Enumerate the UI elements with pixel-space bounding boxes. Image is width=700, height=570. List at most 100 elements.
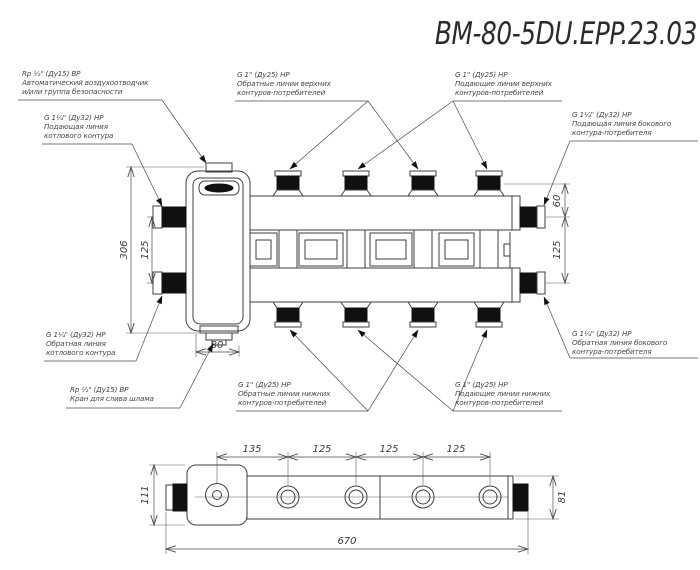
callout-vent: Rp ½" (Ду15) ВР Автоматический воздухоот… xyxy=(18,69,207,164)
dim-125-c: 125 xyxy=(423,444,490,457)
hydraulic-separator xyxy=(185,162,251,346)
dim-306-label: 306 xyxy=(119,240,130,259)
dim-125-right-label: 125 xyxy=(552,240,563,259)
top-nozzle-3 xyxy=(407,170,439,197)
callout-upper-returns: G 1" (Ду25) НР Обратные линии верхних ко… xyxy=(235,70,419,170)
lower-beam xyxy=(249,267,521,303)
callout-boiler-return: G 1¼" (Ду32) НР Обратная линия котлового… xyxy=(44,295,163,362)
callout-lower-supplies: G 1" (Ду25) НР Подающие линии нижних кон… xyxy=(357,329,562,412)
bottom-nozzle-1 xyxy=(272,301,304,328)
callout-upper-supplies-line3: контуров-потребителей xyxy=(455,88,544,97)
callout-upper-supplies-line2: Подающие линии верхних xyxy=(455,79,553,88)
callout-lower-returns-line3: контуров-потребителей xyxy=(238,398,327,407)
left-supply-body xyxy=(161,206,187,228)
callout-side-supply: G 1¼" (Ду32) НР Подающая линия бокового … xyxy=(543,110,698,206)
callout-boiler-supply: G 1¼" (Ду32) НР Подающая линия котлового… xyxy=(42,113,163,207)
drain-stub xyxy=(211,339,227,346)
callout-side-return-line2: Обратная линия бокового xyxy=(572,338,668,347)
bottom-nozzle-2 xyxy=(340,301,372,328)
callout-upper-supplies: G 1" (Ду25) НР Подающие линии верхних ко… xyxy=(357,70,562,170)
left-port-supply xyxy=(152,205,187,229)
callout-side-return-line1: G 1¼" (Ду32) НР xyxy=(572,329,632,338)
right-port-supply xyxy=(519,205,546,229)
dim-125-a-label: 125 xyxy=(312,444,331,455)
left-return-flange xyxy=(152,271,163,295)
drawing-title: BM-80-5DU.EPP.23.03 xyxy=(435,15,697,51)
plan-port-1 xyxy=(276,485,300,509)
column-webs xyxy=(278,230,499,268)
brand-logo-plate xyxy=(198,180,240,196)
plan-left-cap xyxy=(165,483,188,512)
callout-boiler-return-line2: Обратная линия xyxy=(46,339,107,348)
front-dimensions: 306 125 60 125 80 xyxy=(119,167,570,357)
plan-separator-port-outer xyxy=(205,483,229,507)
callout-upper-returns-line2: Обратные линии верхних xyxy=(237,79,332,88)
separator-bottom-shoulder xyxy=(199,325,239,334)
callout-drain: Rp ½" (Ду15) ВР Кран для слива шлама xyxy=(66,343,214,409)
top-nozzle-2 xyxy=(340,170,372,197)
callout-drain-line1: Rp ½" (Ду15) ВР xyxy=(70,385,129,394)
dim-125-b-label: 125 xyxy=(379,444,398,455)
separator-top-stub xyxy=(205,162,233,173)
callout-vent-line3: и/или группа безопасности xyxy=(22,87,123,96)
callout-side-return: G 1¼" (Ду32) НР Обратная линия бокового … xyxy=(543,296,698,359)
callout-boiler-return-line1: G 1¼" (Ду32) НР xyxy=(46,330,106,339)
callout-upper-supplies-line1: G 1" (Ду25) НР xyxy=(455,70,508,79)
callout-boiler-supply-line3: котлового контура xyxy=(44,131,113,140)
callout-boiler-return-line3: котлового контура xyxy=(46,348,115,357)
callout-side-supply-line3: контура-потребителя xyxy=(572,128,652,137)
bottom-nozzle-3 xyxy=(407,301,439,328)
dim-670-label: 670 xyxy=(337,536,356,547)
dim-81-label: 81 xyxy=(557,491,568,504)
separator-inner-wall xyxy=(192,177,244,325)
callout-lower-returns: G 1" (Ду25) НР Обратные линии нижних кон… xyxy=(236,329,419,412)
callout-lower-supplies-line3: контуров-потребителей xyxy=(455,398,544,407)
dim-80-label: 80 xyxy=(211,340,224,351)
dim-125-right: 125 xyxy=(546,217,570,283)
left-return-body xyxy=(161,272,187,294)
callout-drain-line2: Кран для слива шлама xyxy=(70,394,154,403)
top-nozzle-4 xyxy=(473,170,505,197)
plan-separator-port-inner xyxy=(212,490,222,500)
dim-60: 60 xyxy=(504,184,570,217)
plan-port-2 xyxy=(344,485,368,509)
plan-dimensions: 135 125 125 125 670 111 81 xyxy=(140,444,568,554)
callout-lower-returns-line1: G 1" (Ду25) НР xyxy=(238,380,291,389)
bottom-nozzle-4 xyxy=(473,301,505,328)
dim-125-c-label: 125 xyxy=(446,444,465,455)
plan-port-4 xyxy=(478,485,502,509)
sight-windows xyxy=(249,232,475,267)
callout-boiler-supply-line1: G 1¼" (Ду32) НР xyxy=(44,113,104,122)
plan-view xyxy=(165,464,529,526)
callout-lower-returns-line2: Обратные линии нижних xyxy=(238,389,331,398)
dim-125-left-label: 125 xyxy=(140,240,151,259)
top-nozzle-1 xyxy=(272,170,304,197)
dim-135: 135 xyxy=(217,444,288,457)
callout-side-supply-line2: Подающая линия бокового xyxy=(572,119,672,128)
callout-side-supply-line1: G 1¼" (Ду32) НР xyxy=(572,110,632,119)
front-view xyxy=(152,162,546,346)
callout-lower-supplies-line1: G 1" (Ду25) НР xyxy=(455,380,508,389)
left-port-return xyxy=(152,271,187,295)
dim-80: 80 xyxy=(196,334,239,357)
dim-81: 81 xyxy=(515,476,568,519)
callout-lower-supplies-line2: Подающие линии нижних xyxy=(455,389,551,398)
plan-right-cap xyxy=(507,476,529,519)
callout-vent-line2: Автоматический воздухоотводчик xyxy=(21,78,149,87)
dim-125-left: 125 xyxy=(140,217,153,283)
dim-306: 306 xyxy=(119,167,204,333)
dim-670: 670 xyxy=(166,512,528,554)
dim-111-label: 111 xyxy=(140,485,151,504)
dim-111: 111 xyxy=(140,465,185,525)
callout-side-return-line3: контура-потребителя xyxy=(572,347,652,356)
dim-135-label: 135 xyxy=(242,444,261,455)
upper-beam xyxy=(249,195,521,231)
plan-port-3 xyxy=(411,485,435,509)
separator-bottom-stub xyxy=(205,332,233,341)
callout-vent-line1: Rp ½" (Ду15) ВР xyxy=(22,69,81,78)
dim-125-b: 125 xyxy=(356,444,423,457)
dim-125-a: 125 xyxy=(288,444,356,457)
callout-boiler-supply-line2: Подающая линия xyxy=(44,122,109,131)
